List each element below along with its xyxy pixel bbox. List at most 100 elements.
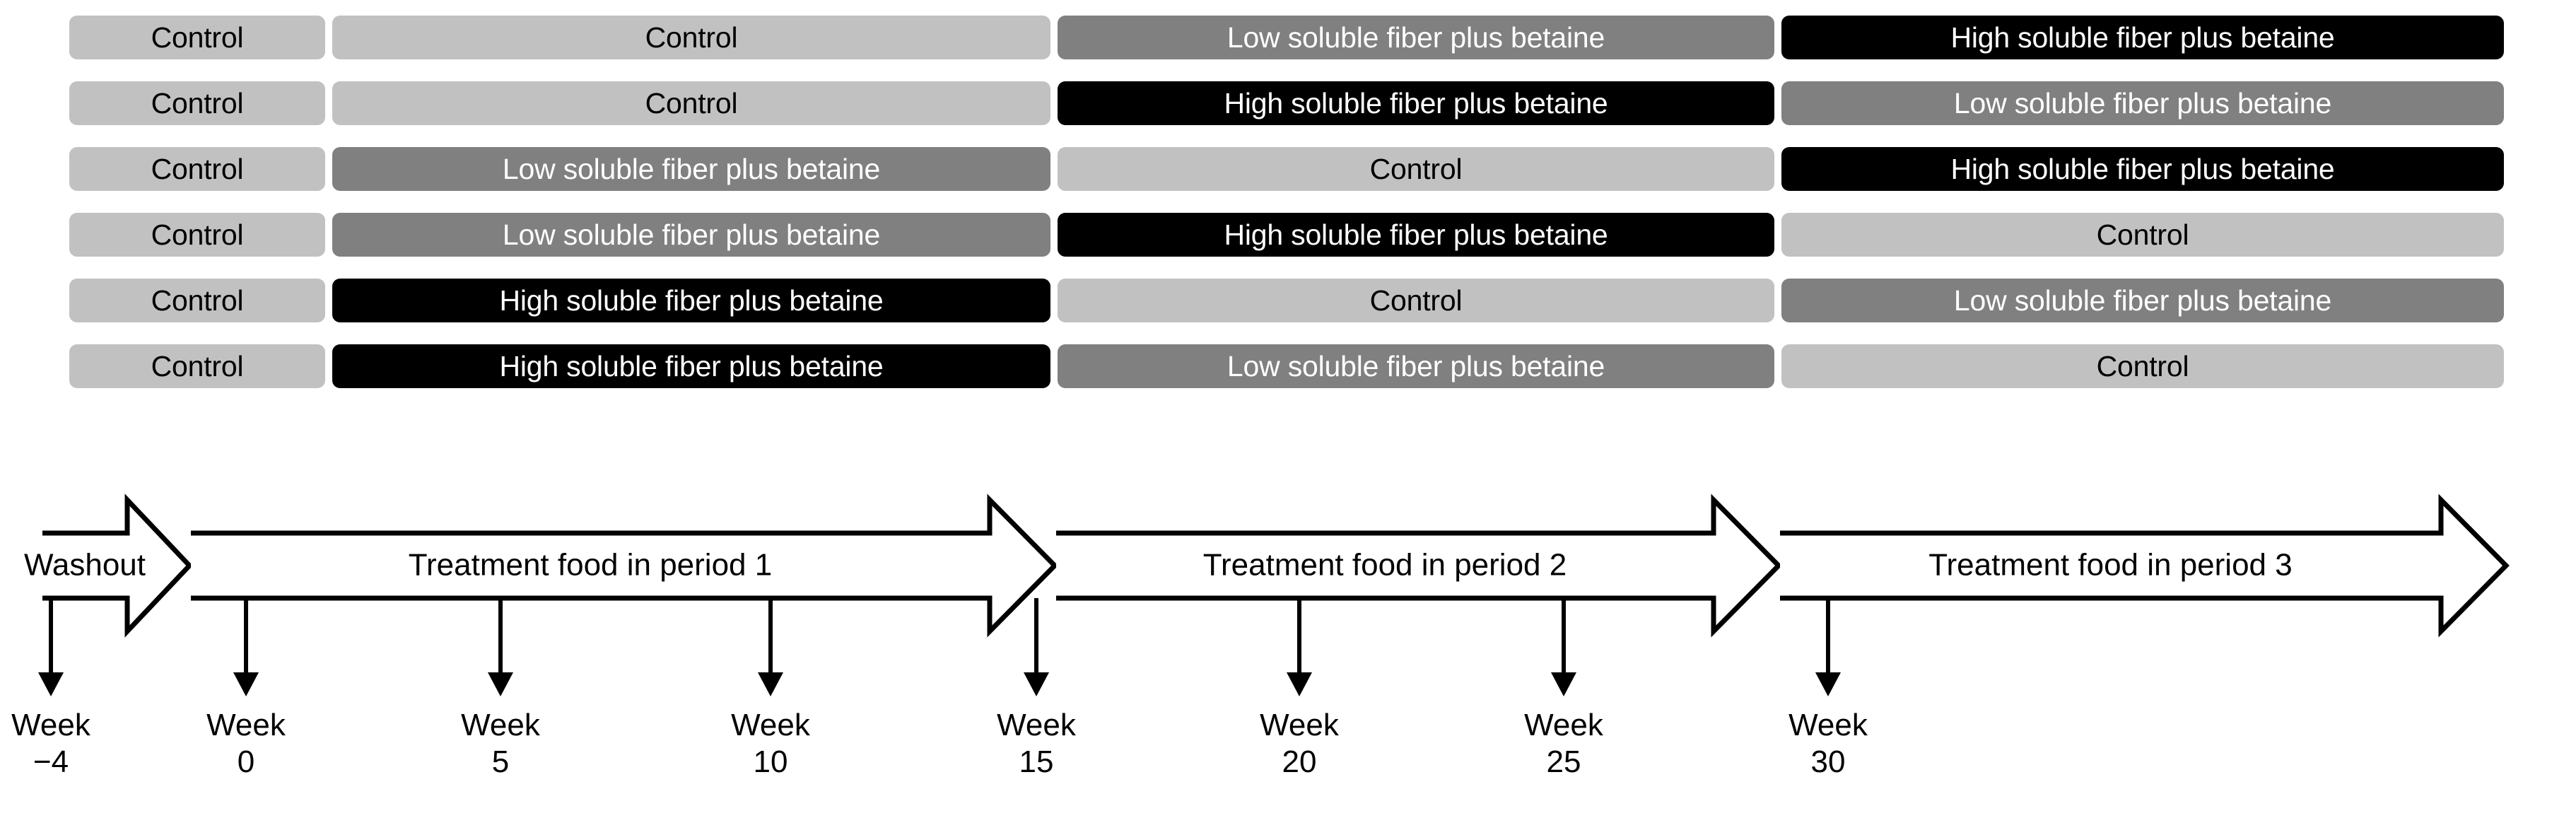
sequence-cell-label: High soluble fiber plus betaine <box>499 284 884 317</box>
sequence-cell-5-period2: Control <box>1058 279 1774 322</box>
week-tick-arrowhead <box>488 672 513 696</box>
sequence-cell-3-period2: Control <box>1058 147 1774 191</box>
week-tick-arrowhead <box>1287 672 1312 696</box>
sequence-cell-1-period3: High soluble fiber plus betaine <box>1781 16 2504 59</box>
week-label-word: Week <box>1524 708 1603 742</box>
arrow-label-washout: Washout <box>24 548 146 583</box>
sequence-row-6: Control High soluble fiber plus betaine Lo… <box>0 344 2576 388</box>
sequence-cell-4-period1: Low soluble fiber plus betaine <box>332 213 1050 257</box>
arrow-label-period3: Treatment food in period 3 <box>1928 548 2292 583</box>
week-label-−4: Week−4 <box>11 707 90 781</box>
sequence-cell-6-period3: Control <box>1781 344 2504 388</box>
sequence-cell-6-period1: High soluble fiber plus betaine <box>332 344 1050 388</box>
sequence-cell-4-washout: Control <box>69 213 325 257</box>
sequence-cell-label: Control <box>645 86 738 119</box>
sequence-cell-label: High soluble fiber plus betaine <box>1950 21 2335 54</box>
timeline-arrow-period2: Treatment food in period 2 <box>1056 493 1782 638</box>
week-tick-arrowhead <box>233 672 259 696</box>
sequence-cell-label: Control <box>151 21 244 54</box>
sequence-cell-2-period1: Control <box>332 81 1050 125</box>
sequence-cell-1-washout: Control <box>69 16 325 59</box>
sequence-cell-label: Control <box>1369 284 1463 317</box>
week-label-word: Week <box>11 708 90 742</box>
week-label-word: Week <box>206 708 286 742</box>
sequence-cell-2-period2: High soluble fiber plus betaine <box>1058 81 1774 125</box>
sequence-cell-1-period2: Low soluble fiber plus betaine <box>1058 16 1774 59</box>
sequence-cell-2-washout: Control <box>69 81 325 125</box>
sequence-cell-label: Control <box>151 86 244 119</box>
timeline-arrows-svg: Washout Treatment food in period 1 Treatme… <box>24 493 2510 638</box>
sequence-cell-label: High soluble fiber plus betaine <box>1950 152 2335 185</box>
sequence-cell-label: Low soluble fiber plus betaine <box>1226 349 1605 382</box>
sequence-cell-6-period2: Low soluble fiber plus betaine <box>1058 344 1774 388</box>
week-tick-arrowhead <box>38 672 64 696</box>
arrow-outline-period3 <box>1780 493 2510 638</box>
week-label-value: 20 <box>1282 744 1317 779</box>
sequence-row-4: Control Low soluble fiber plus betaine Hig… <box>0 213 2576 257</box>
week-label-value: 0 <box>237 744 255 779</box>
sequence-cell-label: High soluble fiber plus betaine <box>499 349 884 382</box>
week-label-word: Week <box>1260 708 1339 742</box>
week-label-word: Week <box>731 708 810 742</box>
sequence-cell-label: Control <box>151 284 244 317</box>
sequence-row-3: Control Low soluble fiber plus betaine Con… <box>0 147 2576 191</box>
sequence-cell-1-period1: Control <box>332 16 1050 59</box>
week-label-value: 30 <box>1810 744 1846 779</box>
study-timeline: Washout Treatment food in period 1 Treatme… <box>0 488 2576 650</box>
sequence-cell-4-period3: Control <box>1781 213 2504 257</box>
arrow-outline-washout <box>42 493 193 638</box>
sequence-cell-6-washout: Control <box>69 344 325 388</box>
sequence-cell-label: Control <box>151 349 244 382</box>
week-label-word: Week <box>461 708 540 742</box>
week-label-value: −4 <box>33 744 69 779</box>
sequence-cell-3-period1: Low soluble fiber plus betaine <box>332 147 1050 191</box>
arrow-outline-period2 <box>1056 493 1782 638</box>
sequence-cell-label: Low soluble fiber plus betaine <box>502 152 881 185</box>
sequence-row-5: Control High soluble fiber plus betaine Co… <box>0 279 2576 322</box>
week-label-word: Week <box>1788 708 1868 742</box>
sequence-cell-label: Low soluble fiber plus betaine <box>1226 21 1605 54</box>
week-tick-arrowhead <box>1551 672 1576 696</box>
timeline-arrow-washout: Washout <box>24 493 193 638</box>
week-label-word: Week <box>997 708 1076 742</box>
sequence-cell-5-washout: Control <box>69 279 325 322</box>
week-tick-arrowhead <box>758 672 783 696</box>
sequence-cell-label: High soluble fiber plus betaine <box>1224 218 1608 251</box>
sequence-cell-label: Control <box>645 21 738 54</box>
arrow-label-period1: Treatment food in period 1 <box>409 548 772 583</box>
arrow-label-period2: Treatment food in period 2 <box>1203 548 1567 583</box>
sequence-cell-label: Control <box>151 152 244 185</box>
sequence-cell-5-period1: High soluble fiber plus betaine <box>332 279 1050 322</box>
week-label-value: 25 <box>1546 744 1581 779</box>
sequence-cell-label: Low soluble fiber plus betaine <box>502 218 881 251</box>
sequence-cell-4-period2: High soluble fiber plus betaine <box>1058 213 1774 257</box>
week-label-value: 15 <box>1019 744 1054 779</box>
week-label-value: 5 <box>491 744 510 779</box>
sequence-row-2: Control Control High soluble fiber plus be… <box>0 81 2576 125</box>
sequence-cell-3-washout: Control <box>69 147 325 191</box>
week-tick-arrowhead <box>1815 672 1841 696</box>
timeline-arrow-period1: Treatment food in period 1 <box>191 493 1058 638</box>
sequence-cell-label: Control <box>2096 349 2189 382</box>
week-tick-arrowhead <box>1024 672 1049 696</box>
arrow-outline-period1 <box>191 493 1058 638</box>
sequence-cell-3-period3: High soluble fiber plus betaine <box>1781 147 2504 191</box>
sequence-cell-label: Control <box>1369 152 1463 185</box>
sequence-row-1: Control Control Low soluble fiber plus bet… <box>0 16 2576 59</box>
sequence-cell-5-period3: Low soluble fiber plus betaine <box>1781 279 2504 322</box>
sequence-cell-2-period3: Low soluble fiber plus betaine <box>1781 81 2504 125</box>
timeline-arrow-period3: Treatment food in period 3 <box>1780 493 2510 638</box>
sequence-cell-label: Low soluble fiber plus betaine <box>1953 86 2332 119</box>
sequence-cell-label: Control <box>2096 218 2189 251</box>
week-label-value: 10 <box>753 744 788 779</box>
sequence-cell-label: High soluble fiber plus betaine <box>1224 86 1608 119</box>
